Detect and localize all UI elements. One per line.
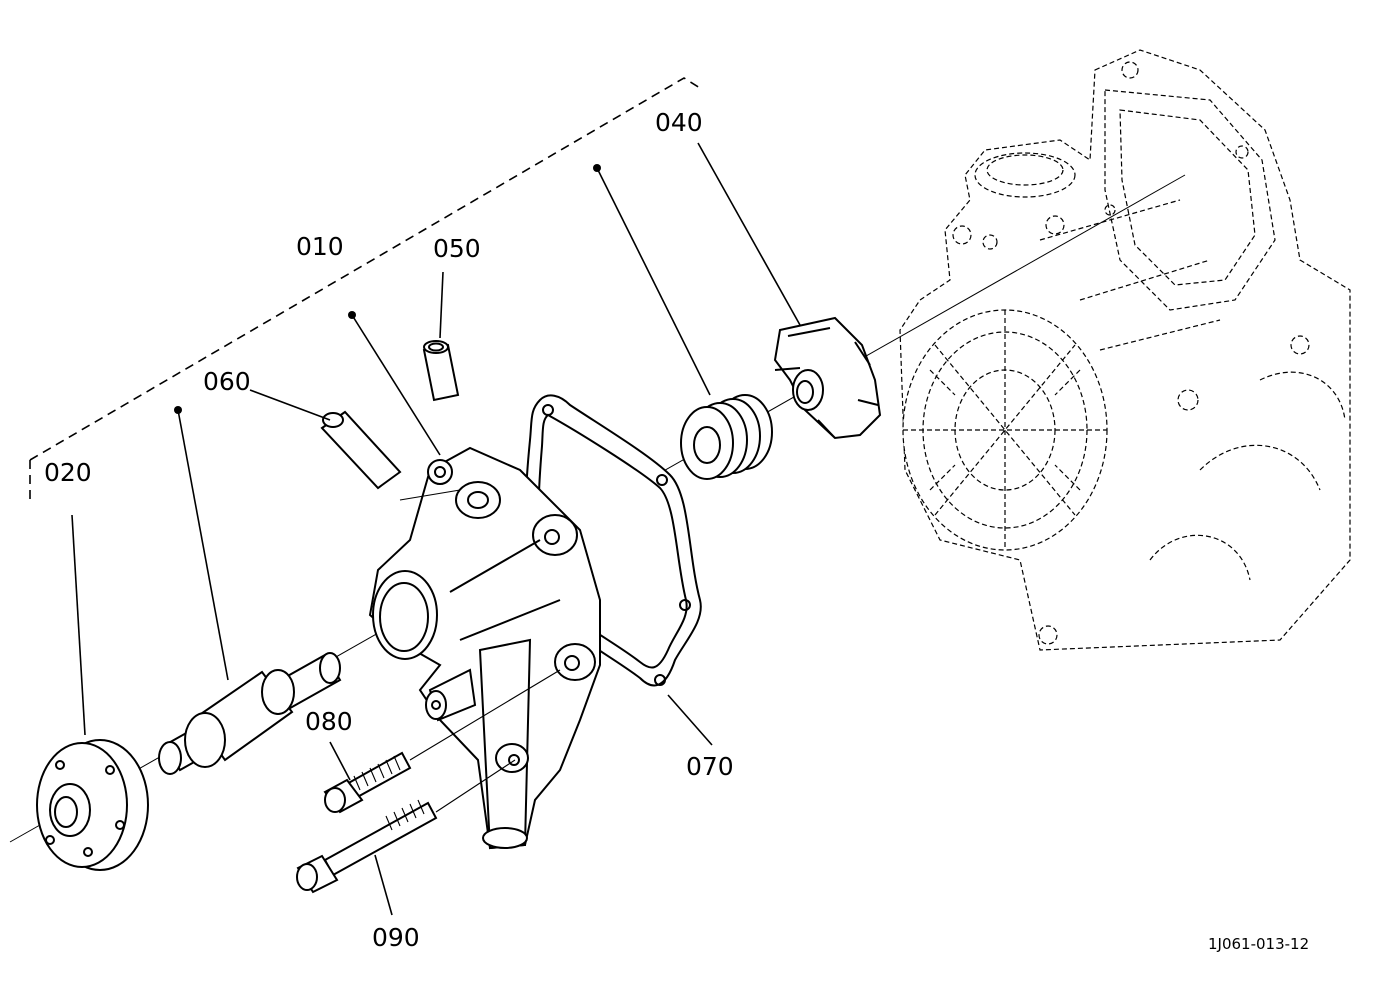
label-010: 010 bbox=[296, 232, 344, 261]
callout-labels: 010 020 040 050 060 070 080 090 1J061-01… bbox=[44, 108, 1309, 953]
leader-010 bbox=[351, 314, 441, 456]
leader-070 bbox=[667, 694, 713, 746]
sleeve-050 bbox=[422, 340, 460, 402]
leader-040-b bbox=[596, 167, 711, 396]
leader-080 bbox=[329, 741, 351, 781]
bearing-shaft bbox=[158, 652, 342, 775]
bolt-090 bbox=[296, 799, 438, 894]
leader-050 bbox=[439, 271, 444, 339]
leader-020-b bbox=[177, 409, 229, 681]
label-060: 060 bbox=[203, 367, 251, 396]
leader-dot-010 bbox=[348, 311, 356, 319]
document-id: 1J061-013-12 bbox=[1208, 935, 1309, 953]
bolt-080 bbox=[323, 751, 412, 814]
impeller bbox=[773, 316, 882, 440]
sleeve-060 bbox=[320, 410, 402, 490]
pulley-flange bbox=[36, 739, 149, 871]
label-050: 050 bbox=[433, 234, 481, 263]
engine-block bbox=[899, 49, 1351, 651]
label-020: 020 bbox=[44, 458, 92, 487]
leader-040 bbox=[697, 142, 801, 326]
leader-020 bbox=[71, 514, 86, 736]
leader-dot-040 bbox=[593, 164, 601, 172]
assembly-bracket bbox=[29, 77, 701, 500]
leader-090 bbox=[374, 854, 393, 916]
leader-060 bbox=[249, 389, 331, 421]
leader-lines bbox=[71, 142, 801, 916]
label-090: 090 bbox=[372, 923, 420, 952]
leader-dot-020 bbox=[174, 406, 182, 414]
label-040: 040 bbox=[655, 108, 703, 137]
label-070: 070 bbox=[686, 752, 734, 781]
pump-housing bbox=[368, 446, 601, 850]
mechanical-seal bbox=[680, 394, 773, 480]
label-080: 080 bbox=[305, 707, 353, 736]
